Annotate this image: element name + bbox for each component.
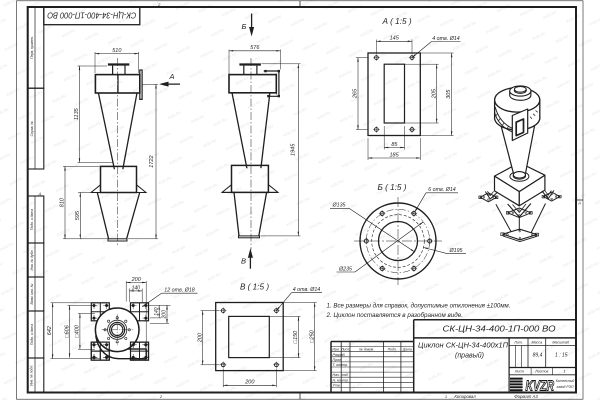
svg-text:Лист: Лист bbox=[514, 370, 524, 374]
svg-text:□400: □400 bbox=[75, 324, 81, 337]
svg-text:1 : 15: 1 : 15 bbox=[555, 352, 568, 358]
svg-text:А: А bbox=[577, 201, 581, 206]
svg-text:Ø135: Ø135 bbox=[332, 203, 346, 209]
svg-text:Изм.: Изм. bbox=[332, 348, 339, 352]
svg-text:Пров.: Пров. bbox=[333, 358, 342, 362]
svg-text:СК-ЦН-34-400-1П-000 ВО: СК-ЦН-34-400-1П-000 ВО bbox=[443, 324, 556, 334]
svg-text:Масса: Масса bbox=[531, 341, 542, 345]
svg-text:Утв.: Утв. bbox=[333, 383, 341, 387]
svg-text:595: 595 bbox=[75, 210, 81, 220]
svg-text:4 отв. Ø14: 4 отв. Ø14 bbox=[432, 36, 460, 42]
svg-text:1722: 1722 bbox=[149, 155, 155, 167]
svg-text:В: В bbox=[241, 257, 246, 266]
svg-text:Копировал: Копировал bbox=[454, 394, 476, 399]
svg-text:А: А bbox=[168, 72, 174, 81]
svg-text:1945: 1945 bbox=[291, 143, 297, 156]
svg-text:завод РЭП: завод РЭП bbox=[556, 385, 574, 389]
svg-text:Б ( 1:5 ): Б ( 1:5 ) bbox=[378, 183, 407, 192]
svg-text:Подп. и дата: Подп. и дата bbox=[30, 324, 34, 345]
svg-text:Т. контр.: Т. контр. bbox=[333, 363, 349, 367]
svg-text:Формат А3: Формат А3 bbox=[514, 394, 538, 399]
svg-text:Ø235: Ø235 bbox=[338, 266, 352, 272]
svg-text:Масштаб: Масштаб bbox=[552, 341, 570, 345]
svg-text:Инв. № дубл.: Инв. № дубл. bbox=[30, 250, 34, 271]
svg-text:642: 642 bbox=[47, 326, 53, 335]
svg-text:Подп.: Подп. bbox=[388, 348, 397, 352]
svg-text:Перв. примен.: Перв. примен. bbox=[30, 36, 34, 59]
svg-text:Нач. отд.: Нач. отд. bbox=[333, 373, 349, 377]
svg-text:1135: 1135 bbox=[74, 107, 80, 120]
svg-text:140: 140 bbox=[132, 285, 141, 291]
svg-text:185: 185 bbox=[390, 152, 400, 158]
svg-text:1: 1 bbox=[445, 394, 447, 399]
svg-text:А: А bbox=[37, 192, 41, 197]
svg-text:200: 200 bbox=[131, 277, 142, 283]
svg-text:85: 85 bbox=[391, 142, 398, 148]
svg-text:□606: □606 bbox=[64, 324, 70, 337]
svg-text:265: 265 bbox=[353, 88, 359, 99]
svg-text:□150: □150 bbox=[293, 330, 299, 343]
svg-text:Ø195: Ø195 bbox=[449, 248, 463, 254]
svg-text:Котельный: Котельный bbox=[556, 379, 575, 383]
svg-text:А ( 1:5 ): А ( 1:5 ) bbox=[381, 17, 411, 26]
svg-text:305: 305 bbox=[446, 89, 452, 99]
svg-text:Циклон СК-ЦН-34-400х1П: Циклон СК-ЦН-34-400х1П bbox=[418, 343, 509, 350]
svg-text:200: 200 bbox=[244, 380, 255, 386]
svg-text:СК-ЦН-34-400-1П-000 ВО: СК-ЦН-34-400-1П-000 ВО bbox=[47, 11, 136, 21]
svg-text:510: 510 bbox=[112, 48, 122, 54]
svg-text:Дата: Дата bbox=[402, 348, 412, 352]
svg-text:1. Все размеры для справок, до: 1. Все размеры для справок, допустимые о… bbox=[327, 304, 511, 310]
svg-text:89,4: 89,4 bbox=[533, 352, 543, 358]
svg-text:№ докум.: № докум. bbox=[359, 348, 374, 352]
svg-text:810: 810 bbox=[60, 197, 66, 207]
svg-text:Лист: Лист bbox=[340, 348, 350, 352]
svg-text:200: 200 bbox=[162, 310, 168, 320]
svg-text:Б: Б bbox=[242, 22, 247, 31]
svg-text:Инв. № подл.: Инв. № подл. bbox=[30, 365, 34, 386]
svg-text:6 отв. Ø14: 6 отв. Ø14 bbox=[428, 187, 456, 193]
svg-text:2: 2 bbox=[157, 2, 161, 7]
svg-text:Взам. инв. №: Взам. инв. № bbox=[30, 283, 34, 304]
svg-text:Разраб.: Разраб. bbox=[333, 353, 346, 357]
svg-text:205: 205 bbox=[431, 88, 437, 99]
svg-text:□250: □250 bbox=[309, 329, 315, 342]
svg-text:Подп. и дата: Подп. и дата bbox=[30, 209, 34, 230]
svg-text:Листов: Листов bbox=[534, 370, 548, 374]
svg-text:200: 200 bbox=[197, 332, 203, 343]
svg-text:Лит.: Лит. bbox=[513, 341, 522, 345]
svg-text:12 отв. Ø18: 12 отв. Ø18 bbox=[164, 287, 194, 293]
svg-text:2. Циклон поставляется в разоб: 2. Циклон поставляется в разобранном вид… bbox=[325, 313, 463, 319]
svg-text:4 отв. Ø14: 4 отв. Ø14 bbox=[293, 287, 321, 293]
svg-text:145: 145 bbox=[390, 36, 400, 42]
svg-text:KVZR: KVZR bbox=[526, 379, 555, 395]
svg-text:576: 576 bbox=[250, 45, 260, 51]
svg-text:140: 140 bbox=[154, 307, 160, 316]
svg-text:Н. контр.: Н. контр. bbox=[333, 378, 349, 382]
svg-text:Справ. №: Справ. № bbox=[30, 121, 34, 137]
svg-text:(правый): (правый) bbox=[455, 352, 484, 360]
svg-text:1: 1 bbox=[563, 370, 565, 374]
svg-text:В ( 1:5 ): В ( 1:5 ) bbox=[240, 283, 269, 292]
svg-text:2: 2 bbox=[159, 394, 163, 399]
